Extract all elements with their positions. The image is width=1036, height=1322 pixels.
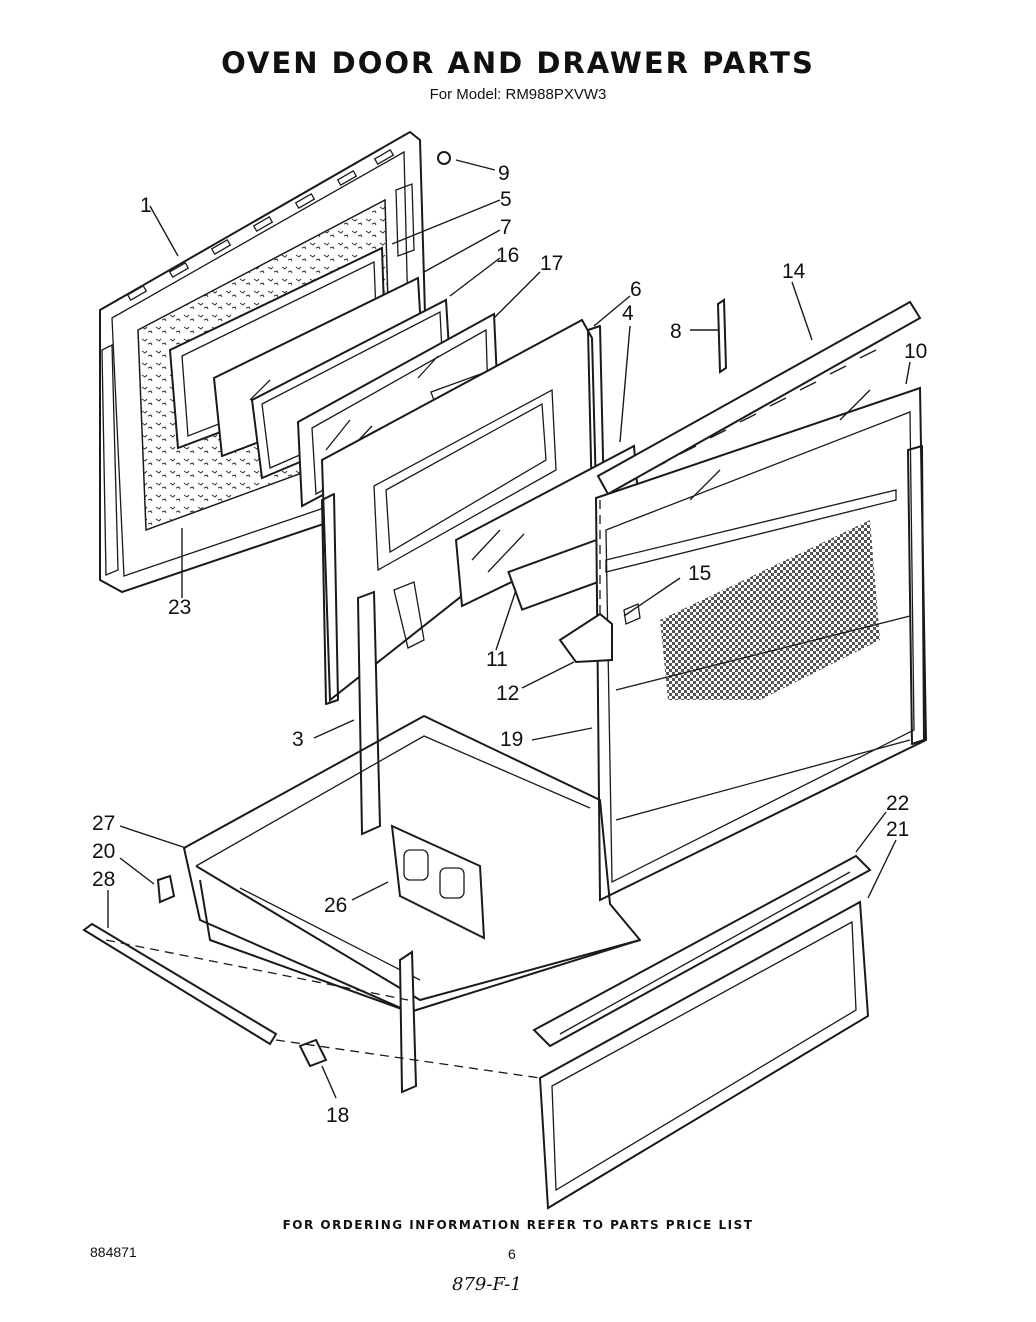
callout-14: 14 [782, 260, 806, 283]
callout-20: 20 [92, 840, 115, 863]
door-hinge [558, 603, 641, 664]
callout-leaders [107, 159, 911, 1099]
callout-19: 19 [500, 728, 523, 751]
handwritten-note: 879-F-1 [452, 1274, 522, 1295]
drawer-body [183, 715, 641, 1013]
door-top-trim [596, 300, 922, 496]
callout-27: 27 [92, 812, 115, 835]
model-subtitle: For Model: RM988PXVW3 [429, 86, 607, 103]
screw [437, 151, 451, 165]
callout-6: 6 [630, 278, 642, 301]
callout-18: 18 [326, 1104, 349, 1127]
callout-23: 23 [168, 596, 191, 619]
drawer-slide [398, 950, 418, 1094]
callout-11: 11 [486, 648, 508, 671]
callout-16: 16 [496, 244, 519, 267]
callout-8: 8 [670, 320, 682, 343]
callout-5: 5 [500, 188, 512, 211]
drawer-roller-bracket [156, 874, 176, 904]
page-title: OVEN DOOR AND DRAWER PARTS [221, 46, 815, 80]
callout-21: 21 [886, 818, 909, 841]
ordering-info-footer: FOR ORDERING INFORMATION REFER TO PARTS … [282, 1218, 754, 1232]
drawer-roller [298, 1038, 328, 1068]
door-side-channel [356, 590, 382, 836]
callout-4: 4 [622, 302, 634, 325]
document-number: 884871 [90, 1244, 137, 1260]
door-stop [716, 298, 728, 374]
callout-1: 1 [140, 194, 152, 217]
callout-22: 22 [886, 792, 909, 815]
drawer-front-panel [538, 900, 870, 1210]
callout-3: 3 [292, 728, 304, 751]
callout-28: 28 [92, 868, 115, 891]
drawer-rail [82, 922, 278, 1046]
callout-12: 12 [496, 682, 519, 705]
callout-15: 15 [688, 562, 711, 585]
callout-26: 26 [324, 894, 347, 917]
callout-10: 10 [904, 340, 927, 363]
page-number: 6 [508, 1246, 516, 1262]
callout-labels: 1 9 5 7 16 17 6 4 8 14 10 15 11 12 3 19 … [92, 162, 927, 1127]
outer-door-panel [594, 386, 928, 902]
drawer-trim-strip [532, 854, 872, 1048]
callout-9: 9 [498, 162, 510, 185]
callout-17: 17 [540, 252, 563, 275]
drawer-back-bracket [390, 824, 486, 940]
callout-7: 7 [500, 216, 512, 239]
